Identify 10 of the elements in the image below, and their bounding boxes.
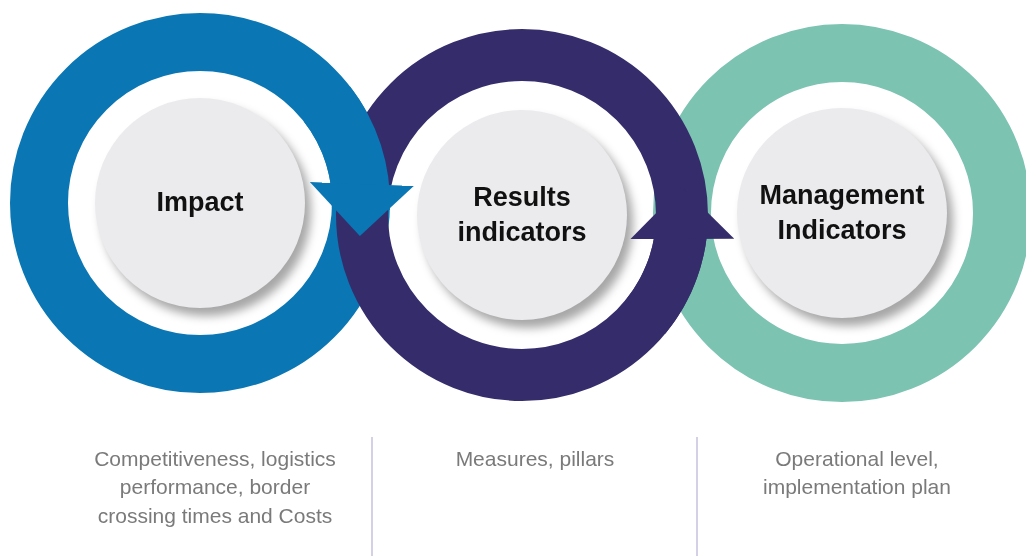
description-text: Competitiveness, logistics performance, border crossing times and Costs <box>93 446 337 529</box>
ring-node <box>653 24 1026 402</box>
ring-node <box>10 13 390 393</box>
description-text: Operational level, implementation plan <box>762 446 952 501</box>
ring-node <box>336 29 708 401</box>
node-title: Results indicators <box>456 180 588 249</box>
node-title: Management Indicators <box>758 178 926 247</box>
curved-arrow <box>303 87 413 236</box>
description-text: Measures, pillars <box>454 446 616 472</box>
node-title: Impact <box>156 186 244 220</box>
